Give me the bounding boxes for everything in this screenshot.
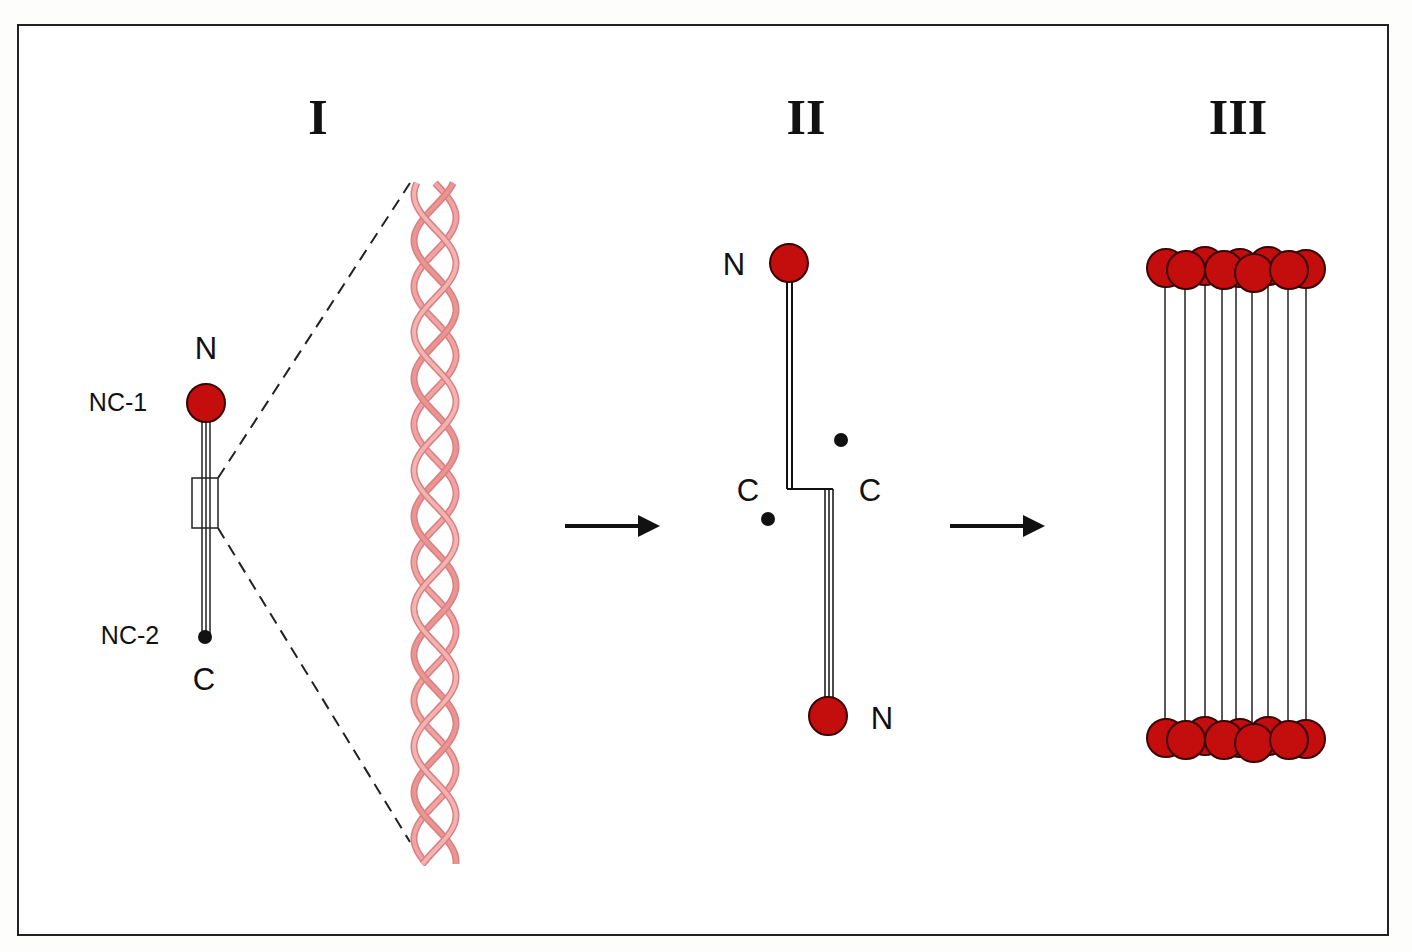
terminus-label: NC-1 <box>89 390 147 415</box>
terminus-label: N <box>871 703 893 734</box>
triple-helix <box>414 183 456 864</box>
nc1-domain <box>187 384 225 422</box>
zoom-line <box>218 183 410 478</box>
terminus-label: C <box>737 475 759 506</box>
frame <box>18 25 1388 935</box>
zoom-line <box>218 528 410 842</box>
panel-number: II <box>787 92 826 142</box>
panel-number: I <box>308 92 327 142</box>
step-arrow <box>950 515 1045 537</box>
zoom-box <box>192 478 218 528</box>
panel: III <box>1050 92 1390 892</box>
dimer <box>761 244 848 735</box>
panel: II <box>665 92 945 892</box>
panel-number: III <box>1209 92 1267 142</box>
step-arrow <box>565 515 660 537</box>
hexagonal-lattice <box>1147 247 1325 762</box>
nc2-domain <box>198 630 212 644</box>
terminus-label: N <box>723 249 745 280</box>
terminus-label: N <box>195 333 217 364</box>
terminus-label: C <box>859 475 881 506</box>
terminus-label: C <box>193 664 215 695</box>
panel: I <box>80 92 560 892</box>
terminus-label: NC-2 <box>101 623 159 648</box>
